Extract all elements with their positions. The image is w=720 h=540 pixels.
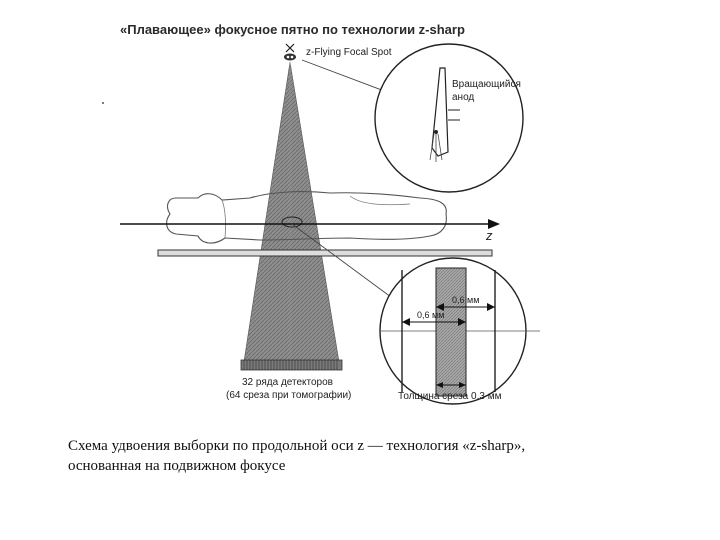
detector-label-line1: 32 ряда детекторов <box>242 377 333 388</box>
patient-table <box>157 249 493 257</box>
detector-array <box>240 359 343 371</box>
detector-label-line2: (64 среза при томографии) <box>226 390 352 401</box>
upper-dimension-label: 0,6 мм <box>452 295 480 305</box>
caption-line2: основанная на подвижном фокусе <box>68 458 286 474</box>
diagram-title: «Плавающее» фокусное пятно по технологии… <box>120 22 465 37</box>
xray-beam <box>242 61 341 369</box>
figure-caption: Схема удвоения выборки по продольной оси… <box>68 436 668 476</box>
focal-spot-icon <box>284 43 296 61</box>
patient-outline <box>166 191 447 244</box>
anode-label-line1: Вращающийся <box>452 79 521 90</box>
z-axis-arrowhead <box>488 219 500 229</box>
z-axis-label: z <box>486 228 493 243</box>
lower-dimension-label: 0,6 мм <box>417 310 445 320</box>
anode-inset-circle <box>374 43 524 193</box>
focal-spot-label: z-Flying Focal Spot <box>306 47 392 58</box>
slice-band <box>435 267 467 397</box>
detector-elements <box>243 360 338 370</box>
slice-thickness-label: Толщина среза 0,3 мм <box>398 391 502 402</box>
caption-line1: Схема удвоения выборки по продольной оси… <box>68 438 526 454</box>
anode-label-line2: анод <box>452 92 475 103</box>
